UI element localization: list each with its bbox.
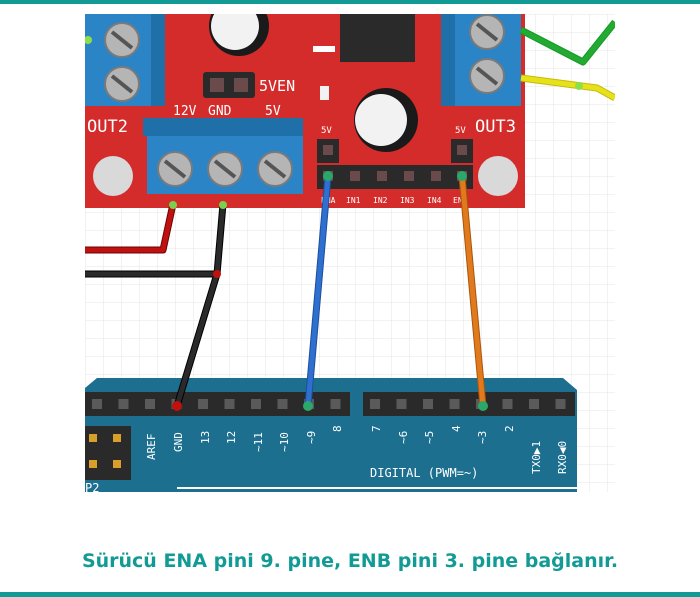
bottom-accent-bar <box>0 592 700 597</box>
mounting-hole <box>93 156 133 196</box>
icsp-header <box>85 426 131 480</box>
5v-pin-label-left: 5V <box>321 126 332 136</box>
header-label-5: ~5 <box>423 431 436 444</box>
header-label-4: 4 <box>450 425 463 432</box>
12v-label: 12V <box>173 104 197 119</box>
header-pin-socket <box>277 399 288 409</box>
digital-pwm-label: DIGITAL (PWM=~) <box>370 466 478 480</box>
5v-pin-label-right: 5V <box>455 126 466 136</box>
header-label-gnd: GND <box>172 432 185 452</box>
header-pin-socket <box>449 399 460 409</box>
in4-pin-label: IN4 <box>427 196 442 205</box>
arduino-board: P2 AREF GND 13 12 ~11 ~10 ~9 8 7 ~6 ~5 4… <box>85 378 577 492</box>
header-pin-socket <box>502 399 513 409</box>
header-pin-socket <box>370 399 380 409</box>
header-pin-socket <box>198 399 208 409</box>
5ven-jumper: 5VEN <box>203 72 295 98</box>
header-pin-socket <box>92 399 102 409</box>
wires <box>85 19 615 411</box>
header-label-10: ~10 <box>278 432 291 452</box>
enb-pin-label: EN <box>453 196 463 205</box>
header-label-12: 12 <box>225 431 238 444</box>
header-pin-socket <box>224 399 235 409</box>
header-label-7: 7 <box>370 425 383 432</box>
motor-driver-board: 5VEN OUT2 OUT3 12V GND 5V <box>85 14 525 208</box>
header-pin-socket <box>251 399 261 409</box>
header-pin-socket <box>555 399 566 409</box>
out2-label: OUT2 <box>87 117 128 137</box>
in1-pin-label: IN1 <box>346 196 361 205</box>
header-pin-socket <box>423 399 433 409</box>
header-label-aref: AREF <box>145 434 158 461</box>
5ven-label: 5VEN <box>259 77 295 95</box>
header-label-11: ~11 <box>252 432 265 452</box>
header-label-rx: RX0◀0 <box>556 441 569 474</box>
mounting-hole <box>478 156 518 196</box>
header-label-13: 13 <box>199 431 212 444</box>
header-label-9: ~9 <box>305 431 318 444</box>
header-pin-socket <box>145 399 155 409</box>
out3-terminal-block <box>441 14 521 106</box>
5v-label: 5V <box>265 104 281 119</box>
digital-header-right <box>363 392 575 416</box>
out2-terminal-block <box>85 14 165 106</box>
gnd-label: GND <box>208 104 232 119</box>
in2-pin-label: IN2 <box>373 196 388 205</box>
header-label-6: ~6 <box>397 431 410 444</box>
top-accent-bar <box>0 0 700 4</box>
control-pin-header <box>317 139 473 189</box>
wiring-diagram: 5VEN OUT2 OUT3 12V GND 5V <box>85 14 615 492</box>
figure-caption: Sürücü ENA pini 9. pine, ENB pini 3. pin… <box>81 550 619 572</box>
header-pin-socket <box>529 399 539 409</box>
header-label-2: 2 <box>503 425 516 432</box>
header-pin-socket <box>396 399 407 409</box>
header-label-3: ~3 <box>476 431 489 444</box>
header-pin-socket <box>330 399 341 409</box>
header-pin-socket <box>118 399 129 409</box>
power-terminal-block <box>143 118 303 194</box>
voltage-regulator <box>340 14 415 62</box>
in3-pin-label: IN3 <box>400 196 415 205</box>
header-label-tx: TX0▶1 <box>530 441 543 474</box>
icsp-label: P2 <box>85 481 99 492</box>
header-label-8: 8 <box>331 425 344 432</box>
out3-label: OUT3 <box>475 117 516 137</box>
